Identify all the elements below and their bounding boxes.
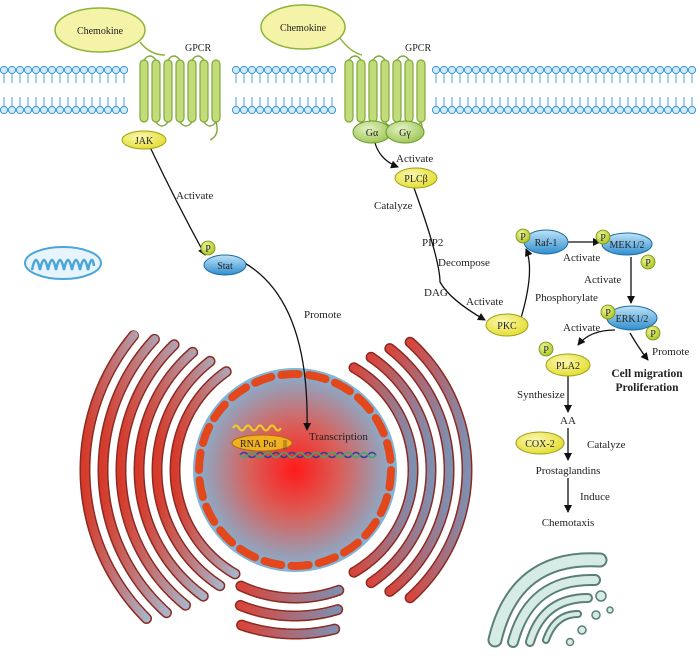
svg-text:P: P [650, 329, 656, 340]
erk-label: ERK1/2 [616, 314, 649, 325]
proliferation-label: Proliferation [615, 382, 679, 394]
g-alpha-label: Gα [366, 128, 379, 139]
pathway-arrows [149, 142, 649, 513]
activate-jak-stat-label: Activate [176, 190, 213, 202]
phosphate-pla2: P [538, 341, 554, 357]
pip2-label: PIP2 [422, 237, 443, 249]
aa-label: AA [560, 415, 576, 427]
svg-text:P: P [645, 258, 651, 269]
cell-migration-label: Cell migration [611, 368, 683, 380]
activate-erk-pla2-label: Activate [563, 322, 600, 334]
svg-text:P: P [600, 233, 606, 244]
g-gamma-label: Gγ [399, 128, 411, 139]
gpcr-right-label: GPCR [405, 43, 431, 54]
svg-text:P: P [205, 244, 211, 255]
prostaglandins-label: Prostaglandins [536, 465, 601, 477]
g-gamma-node: Gγ [385, 120, 425, 144]
stat-node: Stat [203, 254, 247, 276]
activate-mek-erk-label: Activate [584, 274, 621, 286]
endoplasmic-reticulum [79, 329, 473, 640]
cox2-label: COX-2 [525, 439, 554, 450]
phosphate-stat: P [200, 240, 216, 256]
chemokine-right-label: Chemokine [280, 23, 327, 34]
chemokine-left-label: Chemokine [77, 26, 124, 37]
induce-label: Induce [580, 491, 610, 503]
arrow-stat-transcription [242, 261, 312, 431]
activate-raf-mek-label: Activate [563, 252, 600, 264]
rna-pol [231, 434, 293, 452]
golgi-apparatus [487, 552, 614, 648]
arrow-erk-promote [629, 332, 649, 361]
raf1-label: Raf-1 [535, 238, 558, 249]
transcription-label: Transcription [309, 431, 368, 443]
phosphate-raf1: P [515, 228, 531, 244]
phosphorylate-label: Phosphorylate [535, 292, 598, 304]
phosphate-mek-2: P [640, 254, 656, 270]
mrna-strand [232, 424, 282, 432]
arrow-pkc-raf [520, 248, 533, 319]
chemokine-left: Chemokine [54, 7, 166, 56]
phosphate-erk-2: P [645, 325, 661, 341]
pla2-label: PLA2 [556, 361, 580, 372]
chemokine-right: Chemokine [260, 4, 363, 56]
activate-g-plc-label: Activate [396, 153, 433, 165]
promote-stat-label: Promote [304, 309, 341, 321]
dag-label: DAG [424, 287, 448, 299]
pla2-node: PLA2 [545, 353, 591, 377]
cell-membrane [0, 65, 697, 115]
synthesize-label: Synthesize [517, 389, 565, 401]
arrow-plc-pkc [413, 187, 486, 321]
rna-pol-label: RNA Pol [240, 439, 277, 450]
catalyze-plc-label: Catalyze [374, 200, 413, 212]
arrow-erk-pla2 [577, 329, 616, 346]
raf1-node: Raf-1 [523, 229, 569, 255]
phosphate-mek-1: P [595, 229, 611, 245]
svg-text:P: P [543, 345, 549, 356]
nucleus: RNA Pol || Transcription [193, 368, 397, 572]
pkc-node: PKC [485, 313, 529, 337]
gpcr-left-receptor [139, 55, 221, 141]
chemotaxis-label: Chemotaxis [542, 517, 595, 529]
dna-strand-b [239, 451, 377, 459]
arrow-galpha-plc [374, 142, 399, 169]
mek-label: MEK1/2 [610, 240, 645, 251]
plcb-label: PLCβ [404, 174, 427, 185]
plcb-node: PLCβ [394, 167, 438, 189]
cox2-node: COX-2 [515, 431, 565, 455]
mitochondrion [24, 246, 102, 280]
catalyze-cox-label: Catalyze [587, 439, 626, 451]
g-alpha-node: Gα [352, 120, 392, 144]
stat-label: Stat [217, 261, 233, 272]
pkc-label: PKC [497, 321, 517, 332]
activate-dag-pkc-label: Activate [466, 296, 503, 308]
decompose-label: Decompose [438, 257, 490, 269]
promote-erk-label: Promote [652, 346, 689, 358]
phosphate-erk-1: P [600, 304, 616, 320]
svg-text:||: || [283, 439, 287, 450]
svg-text:P: P [520, 232, 526, 243]
jak-node: JAK [121, 130, 167, 150]
jak-label: JAK [135, 136, 154, 147]
arrow-jak-stat [149, 146, 206, 256]
gpcr-left-label: GPCR [185, 43, 211, 54]
dna-strand-a [239, 451, 377, 459]
svg-text:P: P [605, 308, 611, 319]
